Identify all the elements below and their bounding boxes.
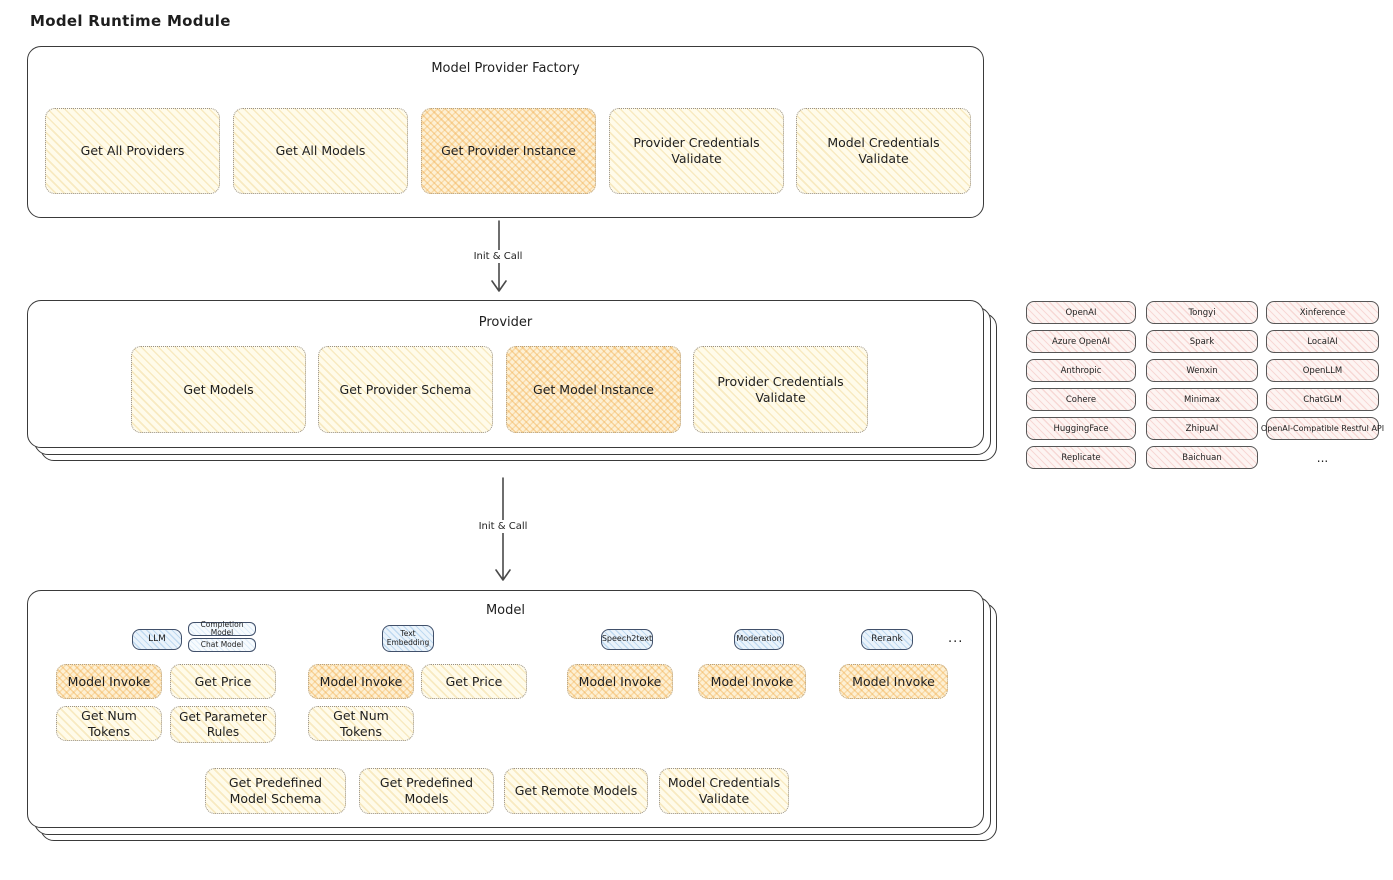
- provider-list-column-2: Tongyi Spark Wenxin Minimax ZhipuAI Baic…: [1146, 301, 1258, 469]
- factory-card: Model Provider Factory Get All Providers…: [27, 46, 984, 218]
- node-get-predefined-model-schema: Get Predefined Model Schema: [205, 768, 346, 814]
- provider-pill-openai: OpenAI: [1026, 301, 1136, 324]
- node-get-all-models: Get All Models: [233, 108, 408, 194]
- node-embedding-model-invoke: Model Invoke: [308, 664, 414, 699]
- provider-pill-spark: Spark: [1146, 330, 1258, 353]
- provider-pill-anthropic: Anthropic: [1026, 359, 1136, 382]
- provider-pill-minimax: Minimax: [1146, 388, 1258, 411]
- node-embedding-get-price: Get Price: [421, 664, 527, 699]
- tag-rerank: Rerank: [861, 629, 913, 650]
- provider-box: Provider Get Models Get Provider Schema …: [27, 300, 997, 461]
- tag-speech2text: Speech2text: [601, 629, 653, 650]
- node-llm-get-price: Get Price: [170, 664, 276, 699]
- node-get-model-instance: Get Model Instance: [506, 346, 681, 433]
- model-box: Model LLM Completion Model Chat Model Te…: [27, 590, 997, 841]
- provider-pill-xinference: Xinference: [1266, 301, 1379, 324]
- provider-pill-baichuan: Baichuan: [1146, 446, 1258, 469]
- provider-pill-cohere: Cohere: [1026, 388, 1136, 411]
- node-llm-model-invoke: Model Invoke: [56, 664, 162, 699]
- tag-chat-model: Chat Model: [188, 638, 256, 652]
- node-embedding-get-num-tokens: Get Num Tokens: [308, 706, 414, 741]
- model-title: Model: [485, 603, 526, 618]
- provider-pill-chatglm: ChatGLM: [1266, 388, 1379, 411]
- provider-pill-huggingface: HuggingFace: [1026, 417, 1136, 440]
- node-model-credentials-validate: Model Credentials Validate: [796, 108, 971, 194]
- node-llm-get-parameter-rules: Get Parameter Rules: [170, 706, 276, 743]
- provider-pill-zhipuai: ZhipuAI: [1146, 417, 1258, 440]
- node-llm-get-num-tokens: Get Num Tokens: [56, 706, 162, 741]
- provider-pill-replicate: Replicate: [1026, 446, 1136, 469]
- tag-moderation: Moderation: [734, 629, 784, 650]
- arrow-label-init-call-1: Init & Call: [461, 250, 535, 263]
- provider-title: Provider: [478, 315, 533, 330]
- provider-card: Provider Get Models Get Provider Schema …: [27, 300, 984, 448]
- factory-box: Model Provider Factory Get All Providers…: [27, 46, 984, 218]
- provider-pill-openllm: OpenLLM: [1266, 359, 1379, 382]
- model-card: Model LLM Completion Model Chat Model Te…: [27, 590, 984, 828]
- provider-list-ellipsis: ...: [1316, 450, 1329, 465]
- provider-pill-wenxin: Wenxin: [1146, 359, 1258, 382]
- page-title: Model Runtime Module: [30, 12, 231, 30]
- node-provider-credentials-validate: Provider Credentials Validate: [609, 108, 784, 194]
- node-provider-credentials-validate-2: Provider Credentials Validate: [693, 346, 868, 433]
- tag-completion-model: Completion Model: [188, 620, 256, 637]
- tag-text-embedding: Text Embedding: [382, 625, 434, 652]
- node-rerank-model-invoke: Model Invoke: [839, 664, 948, 699]
- arrow-label-init-call-2: Init & Call: [466, 520, 540, 533]
- provider-list-column-3: Xinference LocalAI OpenLLM ChatGLM OpenA…: [1261, 301, 1384, 469]
- provider-pill-azure-openai: Azure OpenAI: [1026, 330, 1136, 353]
- tag-llm: LLM: [132, 629, 182, 650]
- provider-pill-localai: LocalAI: [1266, 330, 1379, 353]
- provider-pill-tongyi: Tongyi: [1146, 301, 1258, 324]
- node-get-remote-models: Get Remote Models: [504, 768, 648, 814]
- node-get-models: Get Models: [131, 346, 306, 433]
- node-speech2text-model-invoke: Model Invoke: [567, 664, 673, 699]
- node-get-provider-instance: Get Provider Instance: [421, 108, 596, 194]
- provider-pill-openai-compatible: OpenAI-Compatible Restful API: [1261, 417, 1384, 440]
- node-get-predefined-models: Get Predefined Models: [359, 768, 494, 814]
- node-get-provider-schema: Get Provider Schema: [318, 346, 493, 433]
- provider-list-column-1: OpenAI Azure OpenAI Anthropic Cohere Hug…: [1026, 301, 1136, 469]
- model-tags-ellipsis: ...: [948, 631, 964, 646]
- factory-title: Model Provider Factory: [431, 61, 580, 76]
- node-model-credentials-validate-2: Model Credentials Validate: [659, 768, 789, 814]
- node-get-all-providers: Get All Providers: [45, 108, 220, 194]
- node-moderation-model-invoke: Model Invoke: [698, 664, 806, 699]
